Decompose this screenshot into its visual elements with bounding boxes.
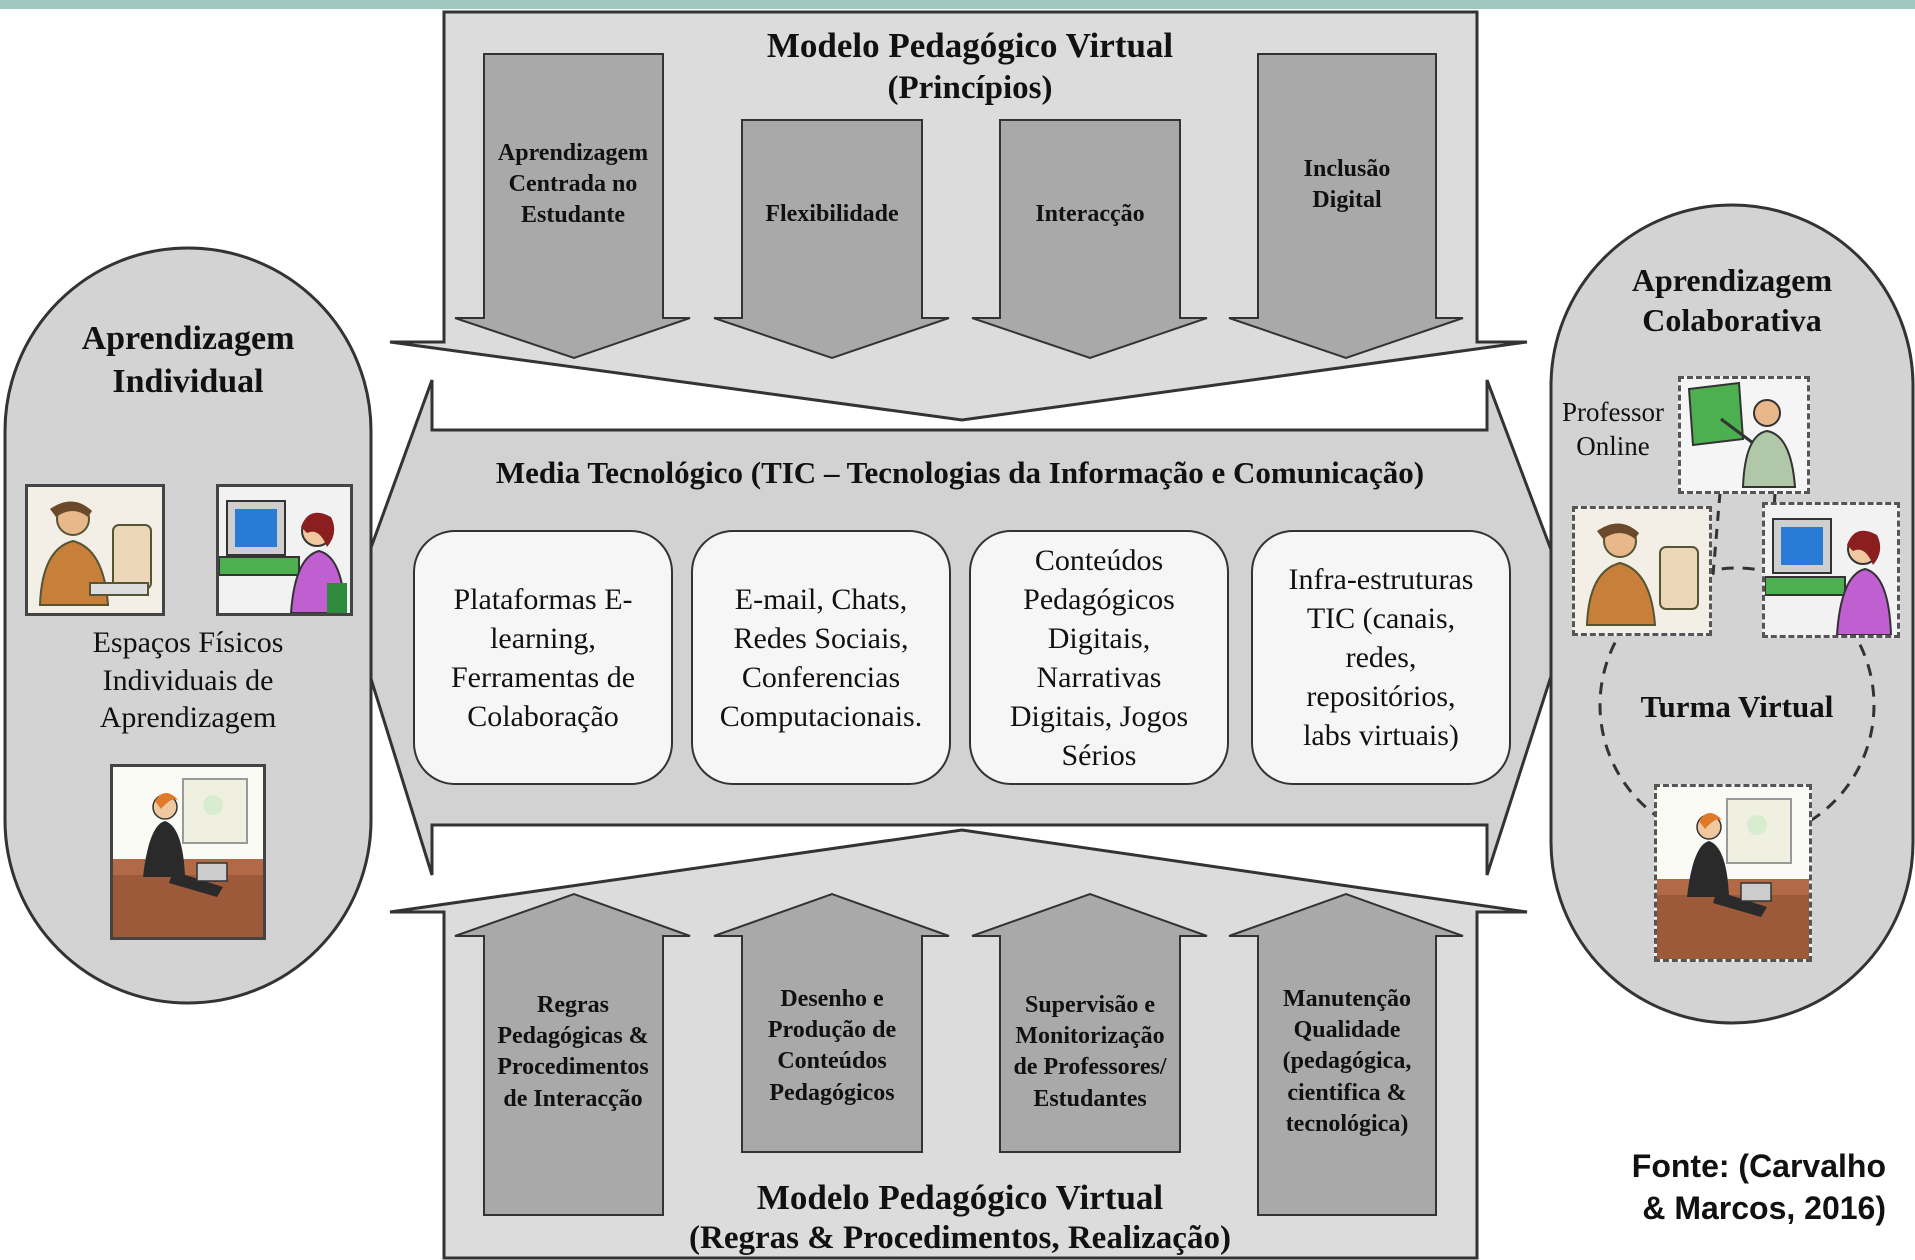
top-model-title: Modelo Pedagógico Virtual xyxy=(766,26,1174,65)
collaborative-learning-panel xyxy=(1549,203,1915,1025)
principle-label-4: Inclusão Digital xyxy=(1303,156,1391,214)
top-model-subtitle: (Princípios) xyxy=(887,70,1053,106)
online-professor-icon xyxy=(1678,376,1810,494)
top-accent-bar xyxy=(0,0,1915,9)
rule-label-1: Regras Pedagógicas & Procedimentos de In… xyxy=(497,992,649,1112)
man-at-computer-icon xyxy=(25,484,165,616)
tic-box-communication: E-mail, Chats, Redes Sociais, Conferenci… xyxy=(691,530,951,785)
woman-at-computer-icon xyxy=(216,484,353,616)
principle-label-2: Flexibilidade xyxy=(765,201,899,227)
center-title: Media Tecnológico (TIC – Tecnologias da … xyxy=(495,455,1425,490)
connector-professor-left xyxy=(1711,492,1722,576)
collab-man-at-computer-icon xyxy=(1572,506,1712,636)
virtual-class-label: Turma Virtual xyxy=(1640,689,1834,724)
principle-arrow-1 xyxy=(454,53,691,360)
rule-label-4: Manutenção Qualidade (pedagógica, cienti… xyxy=(1282,986,1412,1137)
rule-arrow-1 xyxy=(454,892,691,1216)
collab-woman-with-laptop-icon xyxy=(1654,784,1812,962)
principle-arrow-4 xyxy=(1228,53,1464,360)
individual-learning-panel xyxy=(3,246,373,1005)
professor-online-label: Professor Online xyxy=(1562,397,1664,461)
bottom-model-title: Modelo Pedagógico Virtual xyxy=(756,1178,1164,1217)
tic-box-infrastructure: Infra-estruturas TIC (canais, redes, rep… xyxy=(1251,530,1511,785)
bottom-model-subtitle: (Regras & Procedimentos, Realização) xyxy=(689,1220,1231,1256)
principle-arrow-2 xyxy=(713,119,950,360)
individual-learning-title: Aprendizagem Individual xyxy=(81,320,295,400)
rule-label-2: Desenho e Produção de Conteúdos Pedagógi… xyxy=(767,986,897,1106)
principle-label-1: Aprendizagem Centrada no Estudante xyxy=(497,140,649,229)
rule-arrow-2 xyxy=(713,892,950,1153)
collab-woman-at-computer-icon xyxy=(1762,502,1900,638)
rule-arrow-4 xyxy=(1228,892,1464,1216)
collaborative-learning-title: Aprendizagem Colaborativa xyxy=(1631,262,1833,338)
principle-arrow-3 xyxy=(971,119,1208,360)
rule-label-3: Supervisão e Monitorização de Professore… xyxy=(1013,992,1167,1112)
rule-arrow-3 xyxy=(971,892,1208,1153)
tic-box-platforms: Plataformas E- learning, Ferramentas de … xyxy=(413,530,673,785)
physical-spaces-caption: Espaços Físicos Individuais de Aprendiza… xyxy=(92,626,284,734)
principle-label-3: Interacção xyxy=(1035,201,1145,227)
source-citation: Fonte: (Carvalho & Marcos, 2016) xyxy=(1631,1148,1886,1226)
tic-box-contents: Conteúdos Pedagógicos Digitais, Narrativ… xyxy=(969,530,1229,785)
woman-with-laptop-icon xyxy=(110,764,266,940)
